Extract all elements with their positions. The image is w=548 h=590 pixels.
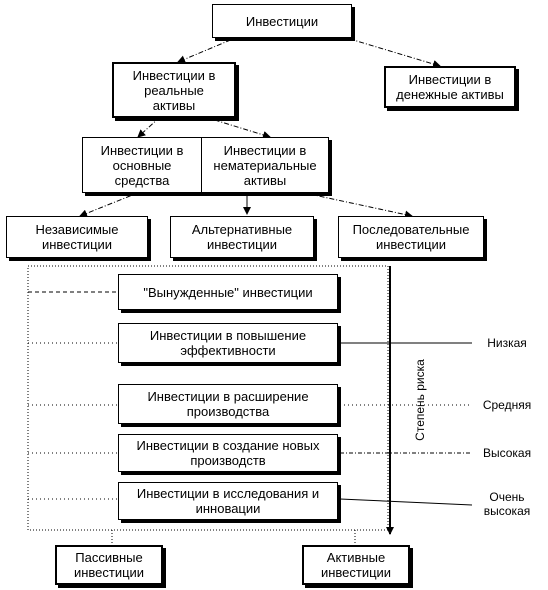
edge-intangible-sequential — [299, 191, 413, 219]
node-intangible-assets-label: Инвестиции в нематериальные активы — [213, 142, 317, 188]
node-passive-label: Пассивные инвестиции — [73, 550, 145, 580]
risk-low-label: Низкая — [487, 336, 527, 350]
node-new-production-label: Инвестиции в создание новых производств — [136, 438, 320, 468]
node-money-assets-label: Инвестиции в денежные активы — [396, 72, 504, 102]
edge-fixed-independent — [79, 191, 141, 218]
node-research-label: Инвестиции в исследования и инновации — [136, 486, 320, 516]
node-forced-label: "Вынужденные" инвестиции — [143, 284, 313, 300]
node-real-assets-label: Инвестиции в реальные активы — [132, 67, 216, 113]
node-fixed-assets-label: Инвестиции в основные средства — [100, 142, 184, 188]
node-sequential-label: Последовательные инвестиции — [352, 222, 470, 252]
node-active-label: Активные инвестиции — [320, 550, 392, 580]
edge-real-intangible — [204, 116, 271, 139]
node-investments-label: Инвестиции — [245, 13, 319, 29]
node-efficiency-label: Инвестиции в повышение эффективности — [149, 328, 307, 358]
node-efficiency: Инвестиции в повышение эффективности — [118, 323, 338, 363]
node-passive: Пассивные инвестиции — [55, 545, 163, 585]
edge-root-real — [177, 35, 241, 63]
node-expansion: Инвестиции в расширение производства — [118, 384, 338, 424]
node-real-assets: Инвестиции в реальные активы — [112, 62, 236, 118]
node-independent-label: Независимые инвестиции — [35, 222, 119, 252]
node-research: Инвестиции в исследования и инновации — [118, 482, 338, 520]
node-new-production: Инвестиции в создание новых производств — [118, 434, 338, 472]
node-money-assets: Инвестиции в денежные активы — [384, 66, 516, 108]
edge-real-fixed — [137, 116, 161, 138]
risk-line-very-high — [339, 498, 473, 506]
node-alternative: Альтернативные инвестиции — [170, 216, 314, 258]
node-intangible-assets: Инвестиции в нематериальные активы — [201, 137, 329, 193]
risk-very-high-label: Очень высокая — [483, 490, 531, 518]
risk-axis-label: Степень риска — [413, 359, 427, 441]
node-fixed-assets: Инвестиции в основные средства — [82, 137, 202, 193]
node-expansion-label: Инвестиции в расширение производства — [147, 389, 309, 419]
group-frame — [27, 265, 389, 531]
node-independent: Независимые инвестиции — [6, 216, 148, 258]
node-alternative-label: Альтернативные инвестиции — [191, 222, 293, 252]
edge-root-money — [339, 35, 441, 68]
node-forced: "Вынужденные" инвестиции — [118, 274, 338, 310]
node-sequential: Последовательные инвестиции — [338, 216, 484, 258]
node-active: Активные инвестиции — [302, 545, 410, 585]
risk-medium-label: Средняя — [482, 398, 532, 412]
risk-high-label: Высокая — [482, 446, 532, 460]
node-investments: Инвестиции — [212, 4, 352, 38]
